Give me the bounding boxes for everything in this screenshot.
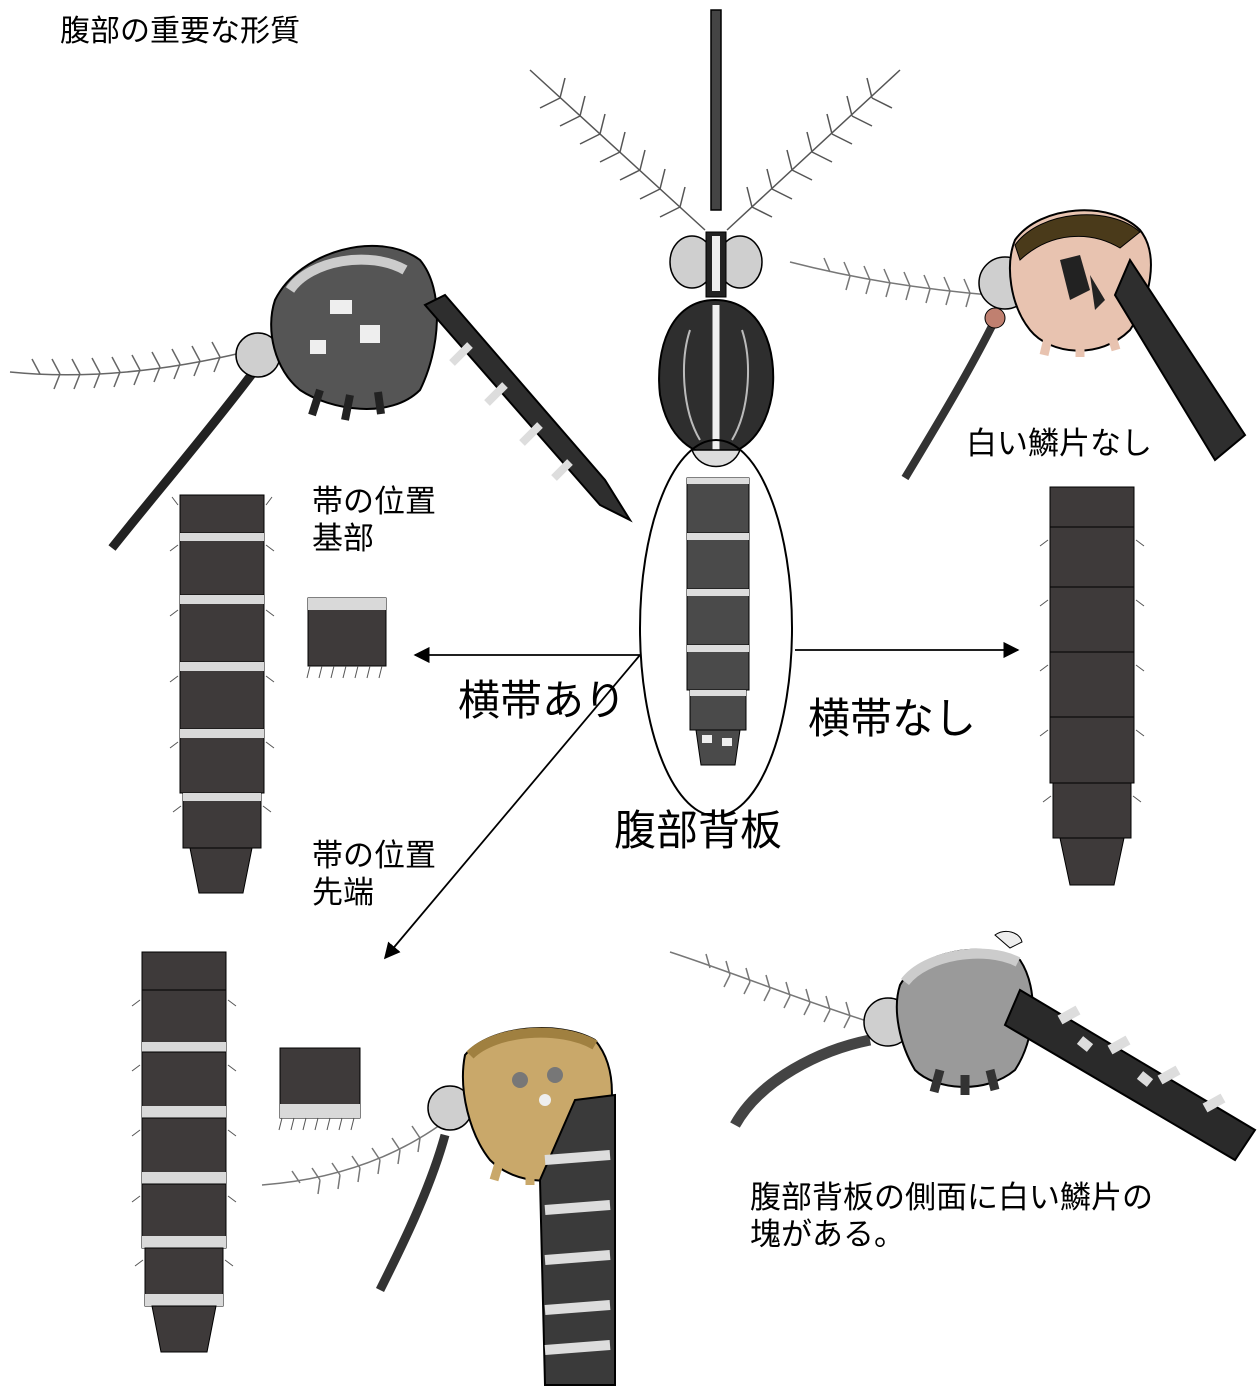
label-band-absent: 横帯なし — [808, 694, 976, 744]
segment-basal-band-detail — [307, 598, 386, 678]
label-line: 帯の位置 — [312, 838, 436, 875]
abdomen-basal-bands — [170, 495, 274, 893]
label-band-present: 横帯あり — [458, 676, 626, 726]
lateral-patch-mosquito-illustration — [670, 931, 1255, 1160]
label-line: 基部 — [312, 521, 436, 558]
label-no-white-scales: 白い鱗片なし — [966, 426, 1152, 463]
label-line: 腹部背板の側面に白い鱗片の — [750, 1180, 1153, 1217]
abdomen-no-bands — [1040, 487, 1144, 885]
segment-apical-band-detail — [279, 1048, 360, 1130]
label-line: 塊がある。 — [750, 1217, 1153, 1254]
label-line: 帯の位置 — [312, 484, 436, 521]
right-antenna-icon — [727, 70, 900, 230]
label-line: 先端 — [312, 875, 436, 912]
label-band-position-basal: 帯の位置 基部 — [312, 484, 436, 558]
abdomen-apical-bands — [132, 952, 236, 1352]
page-title: 腹部の重要な形質 — [60, 14, 300, 50]
left-antenna-icon — [530, 70, 705, 230]
label-band-position-apical: 帯の位置 先端 — [312, 838, 436, 912]
label-abdominal-tergite: 腹部背板 — [614, 806, 782, 856]
label-lateral-white-patches: 腹部背板の側面に白い鱗片の 塊がある。 — [750, 1180, 1153, 1254]
